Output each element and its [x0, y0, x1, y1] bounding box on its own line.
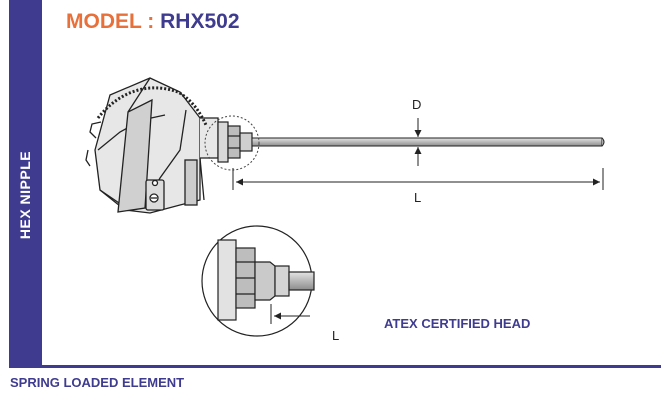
divider-line — [9, 365, 661, 368]
sheath-rod — [251, 137, 603, 147]
connection-head — [85, 77, 219, 214]
model-title-value: RHX502 — [160, 10, 240, 33]
atex-caption: ATEX CERTIFIED HEAD — [384, 316, 531, 331]
detail-circle-small — [204, 115, 260, 171]
hex-nipple — [217, 121, 253, 163]
diameter-label: D — [412, 97, 422, 112]
model-title: MODEL : RHX502 — [66, 10, 240, 34]
model-title-label: MODEL : — [66, 10, 161, 33]
footer-caption: SPRING LOADED ELEMENT — [10, 375, 185, 390]
length-label: L — [414, 190, 422, 205]
detail-view — [201, 225, 315, 337]
detail-length-label: L — [332, 328, 340, 343]
length-dimension — [232, 168, 604, 190]
side-bar — [9, 0, 42, 365]
